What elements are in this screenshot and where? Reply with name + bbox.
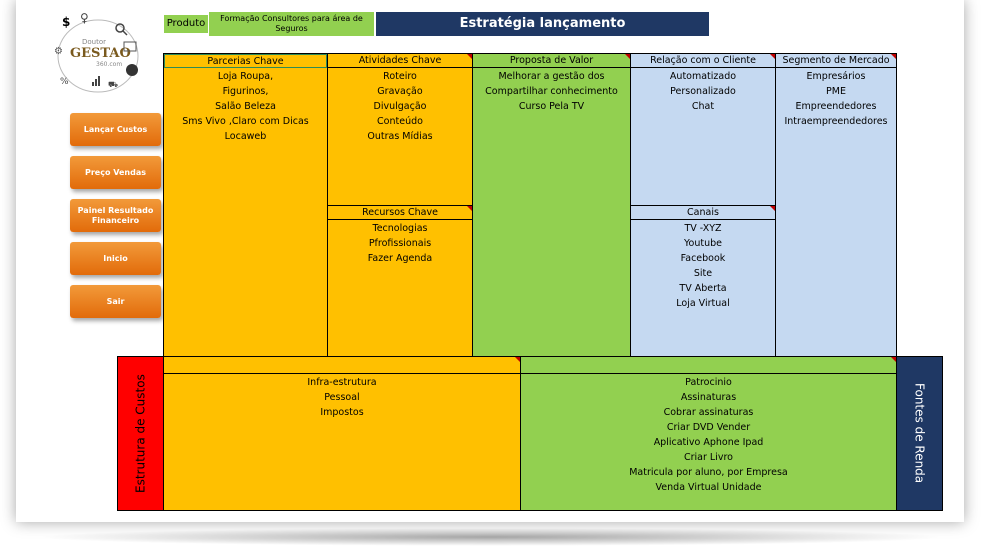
relacao-cliente-title: Relação com o Cliente	[631, 54, 775, 68]
list-item: Locaweb	[224, 131, 267, 142]
list-item: Site	[693, 268, 713, 279]
svg-text:Doutor: Doutor	[82, 38, 106, 46]
list-item: Loja Roupa,	[217, 71, 274, 82]
comment-marker-icon	[891, 357, 896, 362]
receitas-block: Patrocinio Assinaturas Cobrar assinatura…	[520, 356, 897, 511]
list-item: Empresários	[806, 71, 866, 82]
custos-header	[164, 357, 520, 374]
list-item: Conteúdo	[377, 116, 423, 127]
receitas-header	[521, 357, 896, 374]
list-item: Pfrofissionais	[368, 238, 432, 249]
list-item: Compartilhar conhecimento	[485, 86, 618, 97]
sair-button[interactable]: Sair	[70, 285, 161, 318]
canais-list: TV -XYZ Youtube Facebook Site TV Aberta …	[631, 220, 775, 311]
list-item: Chat	[691, 101, 715, 112]
svg-text:⚙: ⚙	[54, 46, 63, 57]
comment-marker-icon	[625, 54, 630, 59]
svg-text:⛟: ⛟	[108, 80, 118, 89]
relacao-cliente-list: Automatizado Personalizado Chat	[631, 68, 775, 114]
relacao-cliente-block: Relação com o Cliente Automatizado Perso…	[630, 53, 776, 206]
comment-marker-icon	[770, 206, 775, 211]
svg-text:%: %	[60, 77, 69, 87]
list-item: Loja Virtual	[676, 298, 730, 309]
list-item: Automatizado	[669, 71, 737, 82]
produto-value: Formação Consultores para área de Seguro…	[209, 12, 374, 36]
list-item: Empreendedores	[795, 101, 877, 112]
list-item: TV Aberta	[679, 283, 727, 294]
comment-marker-icon	[467, 54, 472, 59]
svg-text:GESTAO: GESTAO	[70, 46, 131, 61]
list-item: Salão Beleza	[215, 101, 276, 112]
list-item: Outras Mídias	[367, 131, 433, 142]
parcerias-chave-title: Parcerias Chave	[164, 54, 327, 68]
svg-text:$: $	[62, 15, 70, 29]
comment-marker-icon	[467, 206, 472, 211]
segmento-mercado-block: Segmento de Mercado Empresários PME Empr…	[775, 53, 897, 357]
custos-list: Infra-estrutura Pessoal Impostos	[164, 374, 520, 420]
page-curl-shadow	[36, 528, 946, 546]
comment-marker-icon	[770, 54, 775, 59]
list-item: Infra-estrutura	[307, 377, 377, 388]
list-item: Melhorar a gestão dos	[498, 71, 605, 82]
fontes-renda-label: Fontes de Renda	[896, 356, 943, 511]
estrutura-custos-label-text: Estrutura de Custos	[133, 374, 148, 493]
list-item: Divulgação	[373, 101, 427, 112]
recursos-chave-block: Recursos Chave Tecnologias Pfrofissionai…	[327, 205, 473, 357]
recursos-chave-list: Tecnologias Pfrofissionais Fazer Agenda	[328, 220, 472, 266]
svg-text:♀: ♀	[80, 11, 89, 25]
page-title: Estratégia lançamento	[376, 12, 709, 36]
list-item: TV -XYZ	[684, 223, 722, 234]
proposta-valor-list: Melhorar a gestão dos Compartilhar conhe…	[473, 68, 630, 114]
list-item: Facebook	[680, 253, 726, 264]
list-item: Fazer Agenda	[367, 253, 433, 264]
list-item: Venda Virtual Unidade	[655, 482, 762, 493]
custos-block: Infra-estrutura Pessoal Impostos	[163, 356, 521, 511]
inicio-button[interactable]: Inicio	[70, 242, 161, 275]
segmento-mercado-title: Segmento de Mercado	[776, 54, 896, 68]
list-item: Tecnologias	[372, 223, 428, 234]
logo: $ ♀ ⚙ Doutor GESTAO 360.com % ⛟	[52, 4, 152, 102]
list-item: PME	[826, 86, 846, 97]
comment-marker-icon	[515, 357, 520, 362]
list-item: Aplicativo Aphone Ipad	[653, 437, 764, 448]
list-item: Impostos	[320, 407, 364, 418]
list-item: Cobrar assinaturas	[663, 407, 754, 418]
list-item: Sms Vivo ,Claro com Dicas	[182, 116, 309, 127]
list-item: Figurinos,	[222, 86, 269, 97]
proposta-valor-block: Proposta de Valor Melhorar a gestão dos …	[472, 53, 631, 357]
list-item: Curso Pela TV	[518, 101, 585, 112]
svg-text:360.com: 360.com	[96, 61, 122, 68]
recursos-chave-title: Recursos Chave	[328, 206, 472, 220]
parcerias-chave-block: Parcerias Chave Loja Roupa, Figurinos, S…	[163, 53, 328, 357]
list-item: Criar Livro	[684, 452, 733, 463]
atividades-chave-title: Atividades Chave	[328, 54, 472, 68]
list-item: Pessoal	[324, 392, 360, 403]
list-item: Patrocinio	[685, 377, 732, 388]
atividades-chave-block: Atividades Chave Roteiro Gravação Divulg…	[327, 53, 473, 206]
canais-title: Canais	[631, 206, 775, 220]
estrutura-custos-label: Estrutura de Custos	[117, 356, 164, 511]
comment-marker-icon	[891, 54, 896, 59]
parcerias-chave-list: Loja Roupa, Figurinos, Salão Beleza Sms …	[164, 68, 327, 144]
logo-graphic: $ ♀ ⚙ Doutor GESTAO 360.com % ⛟	[54, 11, 139, 93]
receitas-list: Patrocinio Assinaturas Cobrar assinatura…	[521, 374, 896, 495]
lancar-custos-button[interactable]: Lançar Custos	[70, 113, 161, 146]
list-item: Youtube	[684, 238, 722, 249]
list-item: Roteiro	[383, 71, 417, 82]
list-item: Matricula por aluno, por Empresa	[629, 467, 788, 478]
preco-vendas-button[interactable]: Preço Vendas	[70, 156, 161, 189]
fontes-renda-label-text: Fontes de Renda	[912, 383, 927, 484]
list-item: Intraempreendedores	[784, 116, 888, 127]
produto-label: Produto	[164, 15, 208, 33]
list-item: Criar DVD Vender	[666, 422, 751, 433]
list-item: Personalizado	[670, 86, 736, 97]
atividades-chave-list: Roteiro Gravação Divulgação Conteúdo Out…	[328, 68, 472, 144]
canais-block: Canais TV -XYZ Youtube Facebook Site TV …	[630, 205, 776, 357]
list-item: Assinaturas	[680, 392, 737, 403]
list-item: Gravação	[377, 86, 423, 97]
painel-resultado-button[interactable]: Painel Resultado Financeiro	[70, 199, 161, 232]
segmento-mercado-list: Empresários PME Empreendedores Intraempr…	[776, 68, 896, 129]
proposta-valor-title: Proposta de Valor	[473, 54, 630, 68]
